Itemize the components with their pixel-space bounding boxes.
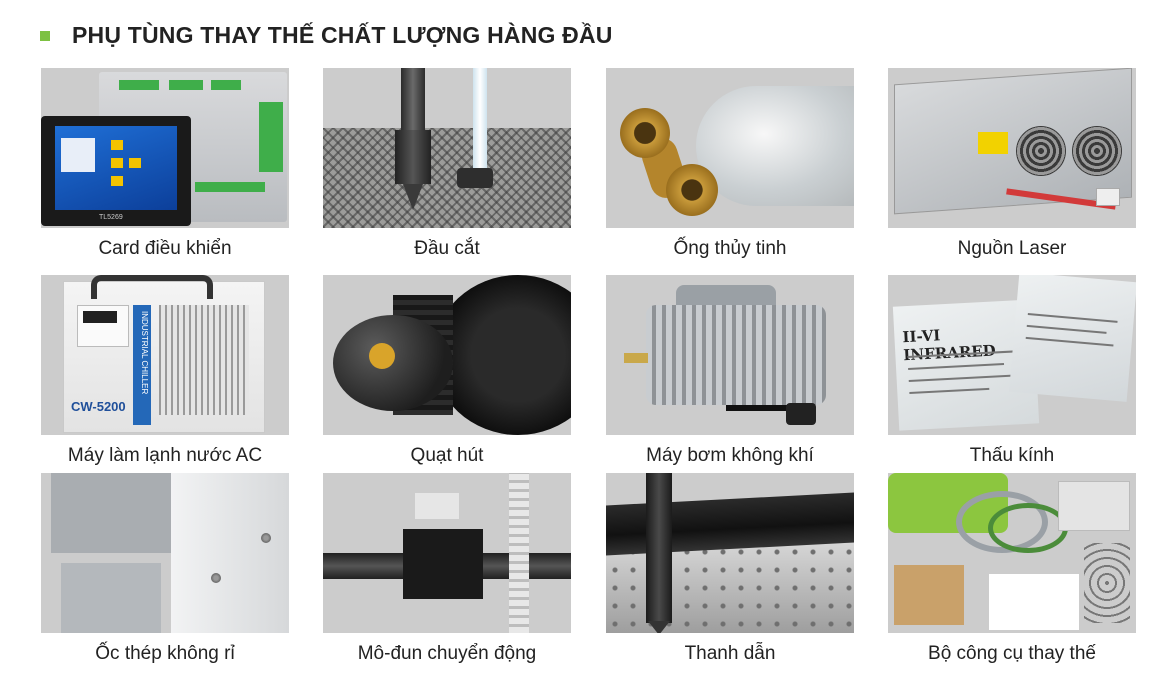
lens-image: II-VI INFRARED (888, 275, 1136, 435)
product-exhaust-fan[interactable]: Quạt hút (323, 275, 571, 467)
section-title: PHỤ TÙNG THAY THẾ CHẤT LƯỢNG HÀNG ĐẦU (72, 22, 613, 48)
product-caption: Card điều khiển (98, 238, 232, 259)
product-stainless-screw[interactable]: Ốc thép không rỉ (41, 473, 289, 665)
product-card-controller[interactable]: TL5269 Card điều khiển (41, 68, 289, 260)
motion-module-image (323, 473, 571, 633)
glass-tube-image (606, 68, 854, 228)
air-pump-image (606, 275, 854, 435)
product-glass-tube[interactable]: Ống thủy tinh (606, 68, 854, 260)
exhaust-fan-image (323, 275, 571, 435)
product-caption: Nguồn Laser (957, 238, 1067, 259)
product-air-pump[interactable]: Máy bơm không khí (606, 275, 854, 467)
cutting-head-image (323, 68, 571, 228)
product-caption: Thanh dẫn (684, 643, 776, 664)
product-caption: Bộ công cụ thay thế (928, 643, 1096, 664)
control-panel-screen: TL5269 (41, 116, 191, 226)
water-chiller-image: CW-5200 INDUSTRIAL CHILLER (41, 275, 289, 435)
product-caption: Máy làm lạnh nước AC (67, 445, 263, 466)
product-caption: Mô-đun chuyển động (357, 643, 537, 664)
section-header: PHỤ TÙNG THAY THẾ CHẤT LƯỢNG HÀNG ĐẦU (40, 22, 613, 49)
controller-card-image: TL5269 (41, 68, 289, 228)
chiller-side-label: INDUSTRIAL CHILLER (140, 311, 149, 395)
product-caption: Ống thủy tinh (673, 238, 787, 259)
product-guide-rail[interactable]: Thanh dẫn (606, 473, 854, 665)
product-caption: Đầu cắt (414, 238, 480, 259)
tool-kit-image (888, 473, 1136, 633)
guide-rail-image (606, 473, 854, 633)
laser-power-image (888, 68, 1136, 228)
product-caption: Quạt hút (410, 445, 484, 466)
header-bullet (40, 30, 50, 41)
stainless-screw-image (41, 473, 289, 633)
product-caption: Máy bơm không khí (646, 445, 814, 466)
screen-label: TL5269 (99, 214, 123, 221)
product-cutting-head[interactable]: Đầu cắt (323, 68, 571, 260)
product-motion-module[interactable]: Mô-đun chuyển động (323, 473, 571, 665)
product-laser-power[interactable]: Nguồn Laser (888, 68, 1136, 260)
chiller-model-label: CW-5200 (71, 399, 126, 414)
product-caption: Thấu kính (969, 445, 1055, 466)
product-water-chiller[interactable]: CW-5200 INDUSTRIAL CHILLER Máy làm lạnh … (41, 275, 289, 467)
product-tool-kit[interactable]: Bộ công cụ thay thế (888, 473, 1136, 665)
product-lens[interactable]: II-VI INFRARED Thấu kính (888, 275, 1136, 467)
product-caption: Ốc thép không rỉ (95, 643, 235, 664)
